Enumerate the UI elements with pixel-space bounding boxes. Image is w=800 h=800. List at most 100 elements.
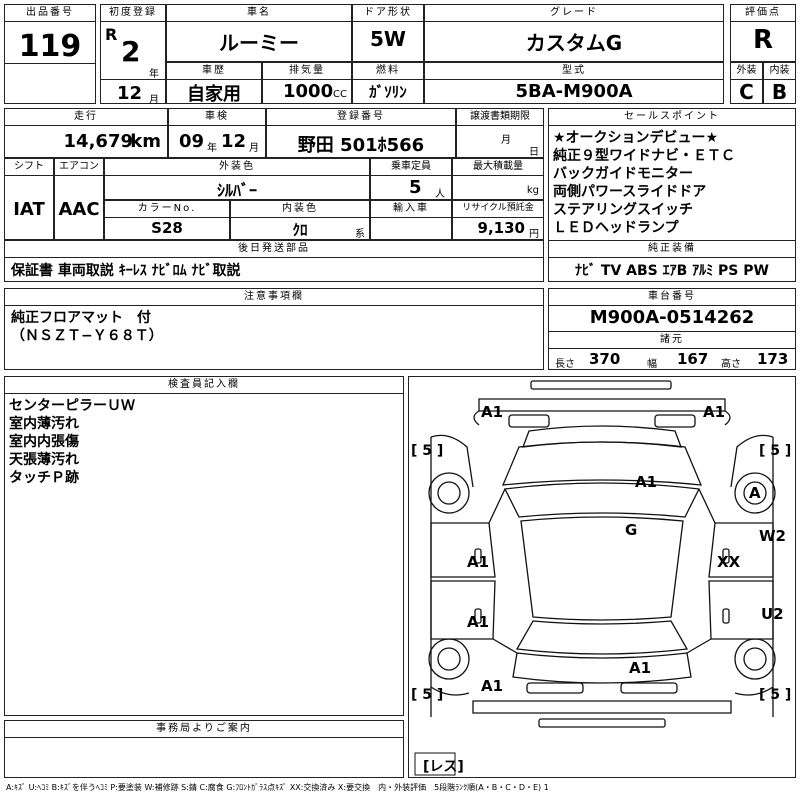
inspector-note-3: 室内内張傷 bbox=[9, 434, 79, 450]
car-diagram: [ 5 ] [ 5 ] [ 5 ] [ 5 ] [レス] A1 A1 A1 G … bbox=[411, 380, 791, 776]
import-label: 輸入車 bbox=[371, 201, 451, 218]
car-name-label: 車名 bbox=[167, 5, 351, 22]
inspector-box: 検査員記入欄 センターピラーＵＷ 室内薄汚れ 室内内張傷 天張薄汚れ タッチＰ跡 bbox=[4, 376, 404, 716]
chassis-label: 車台番号 bbox=[549, 289, 795, 306]
fuel-label: 燃料 bbox=[353, 63, 423, 80]
shift-box: シフト IAT bbox=[4, 158, 54, 240]
sales-point-1: ★オークションデビュー★ bbox=[553, 130, 719, 146]
sales-point-5: ステアリングスイッチ bbox=[553, 202, 693, 218]
inspector-note-5: タッチＰ跡 bbox=[9, 470, 79, 486]
color-no: S28 bbox=[151, 219, 183, 237]
mark-rear-left-lower: A1 bbox=[481, 677, 503, 695]
lot-number: 119 bbox=[18, 29, 82, 64]
later-parts: 保証書 車両取説 ｷｰﾚｽ ﾅﾋﾞﾛﾑ ﾅﾋﾞ取説 bbox=[11, 263, 241, 279]
era: R bbox=[105, 25, 118, 44]
mark-right-rear: U2 bbox=[761, 605, 784, 623]
transfer-box: 譲渡書類期限 月 日 bbox=[456, 108, 544, 158]
capacity-box: 乗車定員 5 人 bbox=[370, 158, 452, 200]
reg-no: 野田 501ﾎ566 bbox=[297, 135, 425, 156]
cc-unit: CC bbox=[333, 89, 347, 100]
door-label: ドア形状 bbox=[353, 5, 423, 22]
recycle-box: リサイクル預託金 9,130 円 bbox=[452, 200, 544, 240]
transfer-day: 日 bbox=[529, 147, 539, 158]
history-label: 車歴 bbox=[167, 63, 261, 80]
sales-point-4: 両側パワースライドドア bbox=[553, 184, 707, 200]
transfer-label: 譲渡書類期限 bbox=[457, 109, 543, 126]
reg-month: 12 bbox=[117, 83, 143, 104]
car-name-box: 車名 ルーミー bbox=[166, 4, 352, 62]
exterior-score: C bbox=[739, 80, 754, 104]
tire-rear-right: [ 5 ] bbox=[759, 687, 791, 703]
notes-label: 注意事項欄 bbox=[5, 289, 543, 306]
fuel: ｶﾞｿﾘﾝ bbox=[369, 83, 407, 101]
max-load-label: 最大積載量 bbox=[453, 159, 543, 176]
mark-front-left-door: A1 bbox=[467, 553, 489, 571]
grade-label: グレード bbox=[425, 5, 723, 22]
max-load-unit: kg bbox=[526, 185, 539, 196]
reg-year: 2 bbox=[121, 35, 141, 68]
length-label: 長さ bbox=[555, 359, 575, 370]
sales-point-box: セールスポイント ★オークションデビュー★ 純正９型ワイドナビ・ＥＴＣ バックガ… bbox=[548, 108, 796, 256]
inspector-note-4: 天張薄汚れ bbox=[9, 452, 79, 468]
later-parts-box: 後日発送部品 保証書 車両取説 ｷｰﾚｽ ﾅﾋﾞﾛﾑ ﾅﾋﾞ取説 bbox=[4, 240, 544, 282]
later-parts-label: 後日発送部品 bbox=[5, 241, 543, 258]
office-notice-box: 事務局よりご案内 bbox=[4, 720, 404, 778]
aircon-box: エアコン AAC bbox=[54, 158, 104, 240]
model-label: 型式 bbox=[425, 63, 723, 80]
mark-right-wheel: A bbox=[749, 484, 761, 502]
history-box: 車歴 自家用 bbox=[166, 62, 262, 105]
height-label: 高さ bbox=[721, 359, 741, 370]
aircon-label: エアコン bbox=[55, 159, 103, 176]
spare-tire: [レス] bbox=[423, 759, 464, 775]
exterior-score-box: 外装 C bbox=[730, 62, 763, 104]
capacity: 5 bbox=[409, 177, 422, 198]
inspector-note-2: 室内薄汚れ bbox=[9, 416, 79, 432]
shift-label: シフト bbox=[5, 159, 53, 176]
interior-score-box: 内装 B bbox=[763, 62, 796, 104]
rating-label: 評価点 bbox=[731, 5, 795, 22]
history: 自家用 bbox=[187, 84, 241, 105]
height: 173 bbox=[757, 350, 789, 368]
transfer-month: 月 bbox=[501, 135, 511, 146]
mark-front-right: A1 bbox=[703, 403, 725, 421]
ext-color: ｼﾙﾊﾞｰ bbox=[216, 181, 257, 200]
int-color-label: 内装色 bbox=[231, 201, 369, 218]
tire-front-left: [ 5 ] bbox=[411, 443, 443, 459]
year-unit: 年 bbox=[149, 69, 159, 80]
import-box: 輸入車 bbox=[370, 200, 452, 240]
sales-point-2: 純正９型ワイドナビ・ＥＴＣ bbox=[553, 148, 735, 164]
mark-hood: A1 bbox=[635, 473, 657, 491]
chassis-box: 車台番号 M900A-0514262 諸元 長さ 370 幅 167 高さ 17… bbox=[548, 288, 796, 370]
legend: A:ｷｽﾞ U:ﾍｺﾐ B:ｷｽﾞを伴うﾍｺﾐ P:要塗装 W:補修跡 S:錆 … bbox=[6, 783, 549, 792]
sales-point-6: ＬＥＤヘッドランプ bbox=[553, 220, 679, 236]
int-color-box: 内装色 ｸﾛ 系 bbox=[230, 200, 370, 240]
office-notice-label: 事務局よりご案内 bbox=[5, 721, 403, 738]
model-code: 5BA-M900A bbox=[515, 81, 633, 102]
reg-divider bbox=[101, 79, 165, 80]
inspection-label: 車検 bbox=[169, 109, 265, 126]
mark-rear-left-door: A1 bbox=[467, 613, 489, 631]
color-no-box: カラーNo. S28 bbox=[104, 200, 230, 240]
interior-label: 内装 bbox=[764, 63, 795, 80]
notes-box: 注意事項欄 純正フロアマット 付 （ＮＳＺＴ−Ｙ６８Ｔ） bbox=[4, 288, 544, 370]
ext-color-box: 外装色 ｼﾙﾊﾞｰ bbox=[104, 158, 370, 200]
door-type: 5W bbox=[370, 27, 406, 51]
mileage-label: 走行 bbox=[5, 109, 167, 126]
genuine-equip-box: 純正装備 ﾅﾋﾞ TV ABS ｴｱB ｱﾙﾐ PS PW bbox=[548, 240, 796, 282]
reg-no-label: 登録番号 bbox=[267, 109, 455, 126]
aircon: AAC bbox=[58, 199, 100, 220]
genuine-equip: ﾅﾋﾞ TV ABS ｴｱB ｱﾙﾐ PS PW bbox=[575, 263, 769, 279]
tire-rear-left: [ 5 ] bbox=[411, 687, 443, 703]
rating: R bbox=[752, 25, 774, 55]
tire-front-right: [ 5 ] bbox=[759, 443, 791, 459]
first-registration-box: 初度登録 R 2 年 12 月 bbox=[100, 4, 166, 106]
lot-number-box: 出品番号 119 bbox=[4, 4, 96, 104]
genuine-equip-label: 純正装備 bbox=[549, 241, 795, 258]
exterior-label: 外装 bbox=[731, 63, 762, 80]
grade: カスタムG bbox=[525, 31, 623, 55]
inspector-label: 検査員記入欄 bbox=[5, 377, 403, 394]
chassis-no: M900A-0514262 bbox=[589, 307, 755, 328]
door-box: ドア形状 5W bbox=[352, 4, 424, 62]
mark-front-left: A1 bbox=[481, 403, 503, 421]
reg-no-box: 登録番号 野田 501ﾎ566 bbox=[266, 108, 456, 158]
